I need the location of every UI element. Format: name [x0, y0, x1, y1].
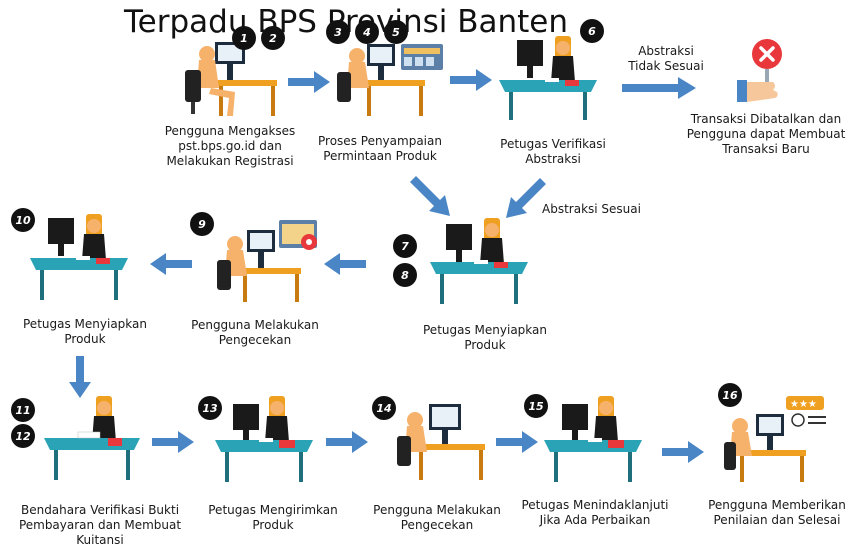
arrow-right-icon: [288, 71, 330, 93]
step-caption: Bendahara Verifikasi Bukti Pembayaran da…: [18, 503, 182, 547]
officer-at-desk-icon: [215, 396, 313, 482]
step-caption: Petugas Verifikasi Abstraksi: [500, 137, 606, 166]
step-9-illustration: [213, 212, 328, 307]
step-number-badge: 15: [524, 394, 548, 418]
step-11-illustration: [42, 392, 147, 487]
arrow-right-icon: [622, 77, 696, 99]
step-number-badge: 2: [261, 26, 285, 50]
step-number-badge: 1: [232, 26, 256, 50]
step-16-illustration: ★★★: [724, 392, 834, 487]
cancel-icon: [737, 39, 782, 102]
arrow-left-icon: [150, 253, 192, 275]
step-3-illustration: [335, 30, 455, 120]
step-number-badge: 13: [198, 396, 222, 420]
user-rating-icon: ★★★: [724, 396, 826, 482]
step-1-illustration: [175, 30, 285, 120]
step-number-badge: 9: [190, 212, 214, 236]
officer-at-desk-icon: [499, 36, 597, 120]
step-15-illustration: [542, 392, 647, 487]
arrow-right-icon: [152, 431, 194, 453]
officer-at-desk-icon: [430, 218, 528, 304]
step-number-badge: 7: [393, 234, 417, 258]
step-caption: Pengguna Mengakses pst.bps.go.id dan Mel…: [164, 124, 296, 168]
officer-at-desk-icon: [30, 214, 128, 300]
step-number-badge: 6: [580, 19, 604, 43]
step-caption: Petugas Menindaklanjuti Jika Ada Perbaik…: [521, 498, 669, 527]
arrow-right-icon: [450, 69, 492, 91]
step-cancel-illustration: [733, 38, 793, 108]
step-caption: Pengguna Melakukan Pengecekan: [191, 318, 319, 347]
abstraction-suitable-label: Abstraksi Sesuai: [542, 202, 641, 216]
svg-text:★★★: ★★★: [790, 399, 817, 410]
step-6-illustration: [497, 30, 607, 125]
abstraction-not-suitable-label: Abstraksi Tidak Sesuai: [628, 44, 704, 73]
arrow-right-icon: [496, 431, 538, 453]
arrow-down-left-icon: [506, 178, 546, 218]
step-number-badge: 12: [11, 424, 35, 448]
step-number-badge: 8: [393, 263, 417, 287]
step-number-badge: 4: [355, 20, 379, 44]
step-10-illustration: [28, 212, 133, 307]
arrow-right-icon: [662, 441, 704, 463]
user-at-desk-icon: [185, 42, 277, 116]
step-7-illustration: [428, 214, 533, 309]
user-at-desk-icon: [337, 44, 443, 116]
step-number-badge: 14: [372, 396, 396, 420]
step-number-badge: 11: [11, 398, 35, 422]
step-number-badge: 5: [384, 20, 408, 44]
step-14-illustration: [395, 392, 505, 487]
step-number-badge: 16: [718, 383, 742, 407]
user-at-desk-icon: [217, 220, 317, 302]
step-13-illustration: [213, 392, 318, 487]
arrow-right-icon: [326, 431, 368, 453]
officer-at-desk-icon: [544, 396, 642, 482]
step-caption: Petugas Menyiapkan Produk: [23, 317, 147, 346]
step-caption: Petugas Mengirimkan Produk: [208, 503, 338, 532]
step-number-badge: 3: [326, 20, 350, 44]
step-caption: Transaksi Dibatalkan dan Pengguna dapat …: [686, 112, 846, 156]
step-number-badge: 10: [11, 208, 35, 232]
step-caption: Proses Penyampaian Permintaan Produk: [318, 134, 442, 163]
user-at-desk-icon: [397, 404, 485, 480]
step-caption: Pengguna Memberikan Penilaian dan Selesa…: [708, 498, 846, 527]
arrow-down-icon: [69, 356, 91, 398]
officer-at-desk-icon: [44, 396, 140, 480]
arrow-left-icon: [324, 253, 366, 275]
step-caption: Pengguna Melakukan Pengecekan: [373, 503, 501, 532]
step-caption: Petugas Menyiapkan Produk: [423, 323, 547, 352]
arrow-down-right-icon: [410, 176, 450, 216]
